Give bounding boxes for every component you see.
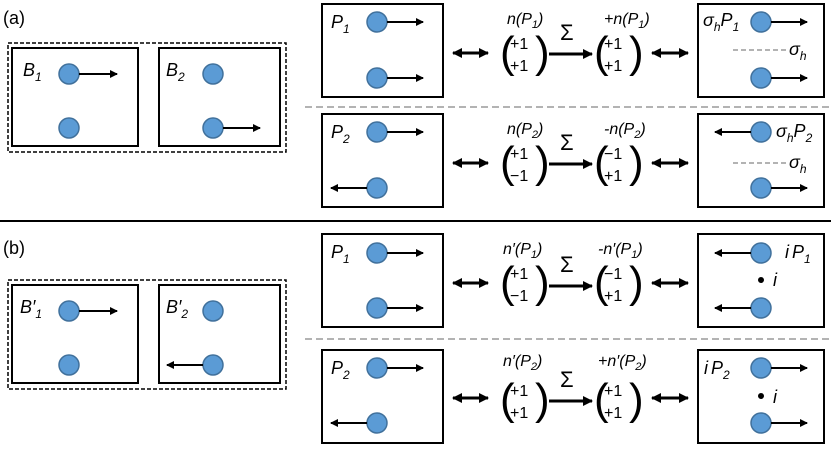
basis-group-a: B1 B2 [7,42,287,153]
left-paren: ( [594,375,609,424]
basis-label-b2: B2 [166,60,185,84]
ball [366,67,388,89]
ball [58,117,80,139]
vector-value: −1 [604,146,622,163]
basis-dashed-outline [7,42,287,153]
inversion-center-dot [758,393,764,399]
ball [58,300,80,322]
ball [366,357,388,379]
ball [750,412,772,434]
sum-symbol: Σ [560,130,574,155]
panel-b: (b) B′1 B′2 P1 n′(P1) ( +1 − [3,233,825,444]
ball [750,357,772,379]
left-paren: ( [594,138,609,187]
right-paren: ) [629,258,644,307]
vector-value: +1 [510,36,528,53]
vector-name: n′(P2) [503,353,542,373]
vector-value: −1 [510,168,528,185]
ball [366,297,388,319]
ball [202,354,224,376]
vector-value: +1 [604,168,622,185]
ball [366,121,388,143]
ball [366,11,388,33]
operation-label: σhP2 [776,121,813,145]
ball [750,297,772,319]
left-paren: ( [500,375,515,424]
vector-name: n′(P1) [503,241,542,261]
basis-label-b1-prime: B′1 [20,297,42,321]
vector-value: +1 [510,383,528,400]
row-a2: P2 n(P2) ( +1 −1 ) Σ -n(P2) ( −1 +1 ) [321,113,825,208]
mirror-plane-label: σh [789,152,807,176]
left-paren: ( [500,258,515,307]
sum-symbol: Σ [560,20,574,45]
basis-group-b: B′1 B′2 [7,279,287,390]
ball [366,412,388,434]
ball [202,117,224,139]
right-paren: ) [535,138,550,187]
ball [750,121,772,143]
left-paren: ( [500,138,515,187]
row-b1: P1 n′(P1) ( +1 −1 ) Σ -n′(P1) ( −1 +1 ) [321,233,825,328]
operation-label: σhP1 [703,10,739,34]
vector-value: −1 [510,288,528,305]
basis-label-b2-prime: B′2 [166,297,188,321]
vector-value: +1 [604,288,622,305]
ball [750,177,772,199]
basis-label-b1: B1 [23,60,42,84]
ball [750,242,772,264]
inversion-label: i [773,270,778,290]
right-paren: ) [629,375,644,424]
vector-value: +1 [510,58,528,75]
sum-symbol: Σ [560,252,574,277]
right-paren: ) [629,138,644,187]
vector-value: +1 [604,58,622,75]
right-paren: ) [535,375,550,424]
vector-value: +1 [510,146,528,163]
panel-label-a: (a) [3,8,25,28]
vector-value: +1 [604,405,622,422]
right-paren: ) [629,28,644,77]
row-b2: P2 n′(P2) ( +1 +1 ) Σ +n′(P2) ( +1 +1 ) … [321,349,825,444]
config-label: P2 [331,358,350,382]
result-name: +n(P1) [604,11,650,31]
vector-value: +1 [510,405,528,422]
config-label: P2 [331,122,350,146]
right-paren: ) [535,258,550,307]
mirror-plane-label: σh [789,39,807,63]
vector-name: n(P1) [507,11,543,31]
right-paren: ) [535,28,550,77]
ball [366,242,388,264]
ball [202,63,224,85]
vector-value: +1 [604,36,622,53]
vector-value: +1 [510,266,528,283]
row-a1: P1 n(P1) ( +1 +1 ) Σ +n(P1) ( +1 +1 ) σh… [321,3,825,98]
ball [366,177,388,199]
inversion-label: i [773,387,778,407]
result-name: -n(P2) [604,121,646,141]
ball [750,11,772,33]
vector-value: +1 [604,383,622,400]
ball [58,63,80,85]
left-paren: ( [594,258,609,307]
inversion-center-dot [758,277,764,283]
basis-dashed-outline [7,279,287,390]
left-paren: ( [500,28,515,77]
left-paren: ( [594,28,609,77]
ball [750,67,772,89]
panel-label-b: (b) [3,238,25,258]
vector-value: −1 [604,266,622,283]
ball [58,354,80,376]
result-name: -n′(P1) [598,241,643,261]
sum-symbol: Σ [560,367,574,392]
ball [202,300,224,322]
config-label: P1 [331,12,350,36]
config-label: P1 [331,242,350,266]
vector-name: n(P2) [507,121,543,141]
panel-a: (a) B1 B2 P1 n(P1) ( +1 [3,3,825,208]
result-name: +n′(P2) [598,353,647,373]
